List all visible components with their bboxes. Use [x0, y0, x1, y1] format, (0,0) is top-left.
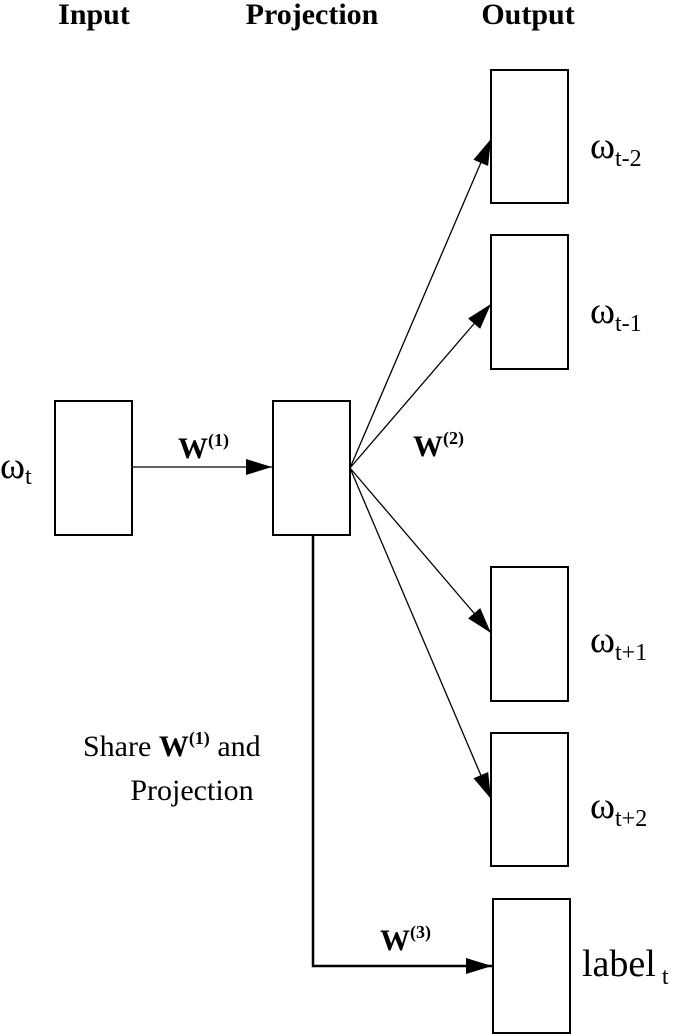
output-label-t-minus-1: ωt-1 [590, 290, 642, 337]
arrow-to-t-plus-1 [349, 467, 492, 634]
output-label-t-minus-2: ωt-2 [590, 125, 642, 172]
output-label-t-plus-2: ωt+2 [590, 785, 647, 832]
w3-arrow [311, 535, 492, 974]
arrow-to-t-minus-2 [349, 138, 492, 469]
header-output: Output [481, 0, 574, 31]
arrow-to-t-plus-2 [349, 467, 492, 800]
w3-label: W(3) [380, 922, 431, 957]
share-note-line1: Share W(1) and [83, 728, 261, 763]
label-box [492, 898, 571, 1034]
output-box-t-plus-1 [490, 566, 569, 702]
w1-label: W(1) [178, 430, 229, 465]
input-label: ωt [0, 445, 32, 490]
output-label-t-plus-1: ωt+1 [590, 619, 647, 666]
output-box-t-plus-2 [490, 732, 569, 867]
arrow-to-t-minus-1 [349, 303, 492, 469]
input-box [54, 400, 133, 536]
w2-label: W(2) [413, 428, 464, 463]
header-input: Input [58, 0, 130, 31]
header-projection: Projection [246, 0, 379, 31]
projection-box [272, 400, 351, 536]
share-note-line2: Projection [130, 774, 253, 807]
output-box-t-minus-2 [490, 69, 569, 204]
output-box-t-minus-1 [490, 234, 569, 370]
